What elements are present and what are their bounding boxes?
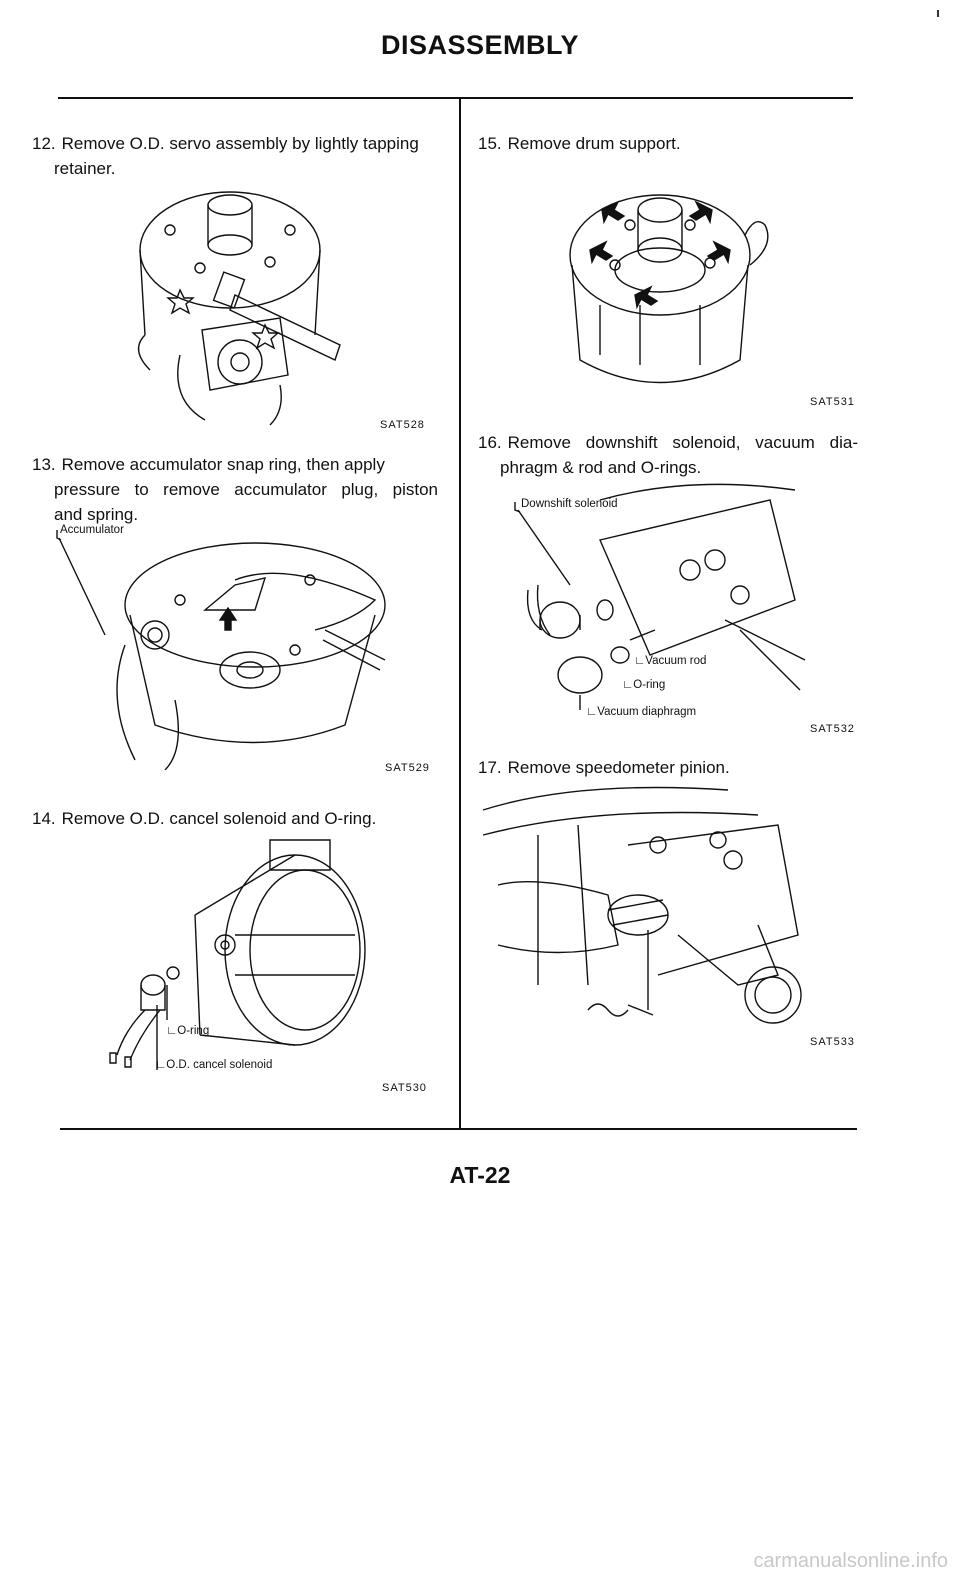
callout-o-ring: ∟O-ring bbox=[166, 1025, 210, 1037]
figure-code: SAT530 bbox=[382, 1082, 427, 1094]
step-text-cont: pressure to remove accumulator plug, pis… bbox=[54, 480, 438, 499]
column-divider bbox=[459, 97, 461, 1130]
callout-accumulator: Accumulator bbox=[60, 524, 124, 536]
callout-downshift-solenoid: Downshift solenoid bbox=[521, 498, 618, 510]
figure-accumulator-removal bbox=[55, 520, 400, 770]
top-rule bbox=[58, 97, 853, 99]
figure-code: SAT532 bbox=[810, 723, 855, 735]
callout-vacuum-diaphragm: ∟Vacuum diaphragm bbox=[586, 706, 697, 718]
step-17: 17. Remove speedometer pinion. bbox=[478, 755, 858, 780]
figure-code: SAT529 bbox=[385, 762, 430, 774]
figure-code: SAT533 bbox=[810, 1036, 855, 1048]
step-text: Remove drum support. bbox=[507, 134, 681, 153]
watermark: carmanualsonline.info bbox=[753, 1550, 948, 1572]
step-text: Remove downshift solenoid, vacuum dia- bbox=[507, 433, 858, 452]
step-text: Remove O.D. cancel solenoid and O-ring. bbox=[61, 809, 377, 828]
figure-speedometer-pinion bbox=[478, 785, 808, 1045]
bottom-rule bbox=[60, 1128, 857, 1130]
step-text-cont: phragm & rod and O-rings. bbox=[500, 458, 702, 477]
step-text-cont: retainer. bbox=[54, 159, 116, 178]
figure-code: SAT528 bbox=[380, 419, 425, 431]
page-title: DISASSEMBLY bbox=[380, 30, 580, 60]
figure-od-servo-removal bbox=[110, 170, 345, 430]
step-number: 15. bbox=[478, 134, 502, 153]
step-text: Remove accumulator snap ring, then apply bbox=[61, 455, 385, 474]
step-12: 12. Remove O.D. servo assembly by lightly… bbox=[32, 131, 438, 181]
page-number: AT-22 bbox=[449, 1162, 511, 1188]
step-16: 16. Remove downshift solenoid, vacuum dia… bbox=[478, 430, 858, 480]
step-number: 17. bbox=[478, 758, 502, 777]
step-13: 13. Remove accumulator snap ring, then ap… bbox=[32, 452, 438, 527]
step-text: Remove O.D. servo assembly by lightly ta… bbox=[61, 134, 419, 153]
figure-code: SAT531 bbox=[810, 396, 855, 408]
callout-vacuum-rod: ∟Vacuum rod bbox=[634, 655, 707, 667]
step-number: 16. bbox=[478, 433, 502, 452]
figure-downshift-solenoid bbox=[510, 480, 810, 710]
figure-drum-support bbox=[560, 155, 780, 400]
callout-od-cancel-solenoid: ∟O.D. cancel solenoid bbox=[155, 1059, 273, 1071]
step-text-cont: and spring. bbox=[54, 505, 139, 524]
step-text: Remove speedometer pinion. bbox=[507, 758, 730, 777]
step-15: 15. Remove drum support. bbox=[478, 131, 858, 156]
callout-o-ring: ∟O-ring bbox=[622, 679, 666, 691]
step-number: 12. bbox=[32, 134, 56, 153]
page-edge-mark bbox=[937, 10, 939, 17]
figure-od-cancel-solenoid bbox=[105, 835, 395, 1075]
step-number: 14. bbox=[32, 809, 56, 828]
step-14: 14. Remove O.D. cancel solenoid and O-rin… bbox=[32, 806, 438, 831]
step-number: 13. bbox=[32, 455, 56, 474]
